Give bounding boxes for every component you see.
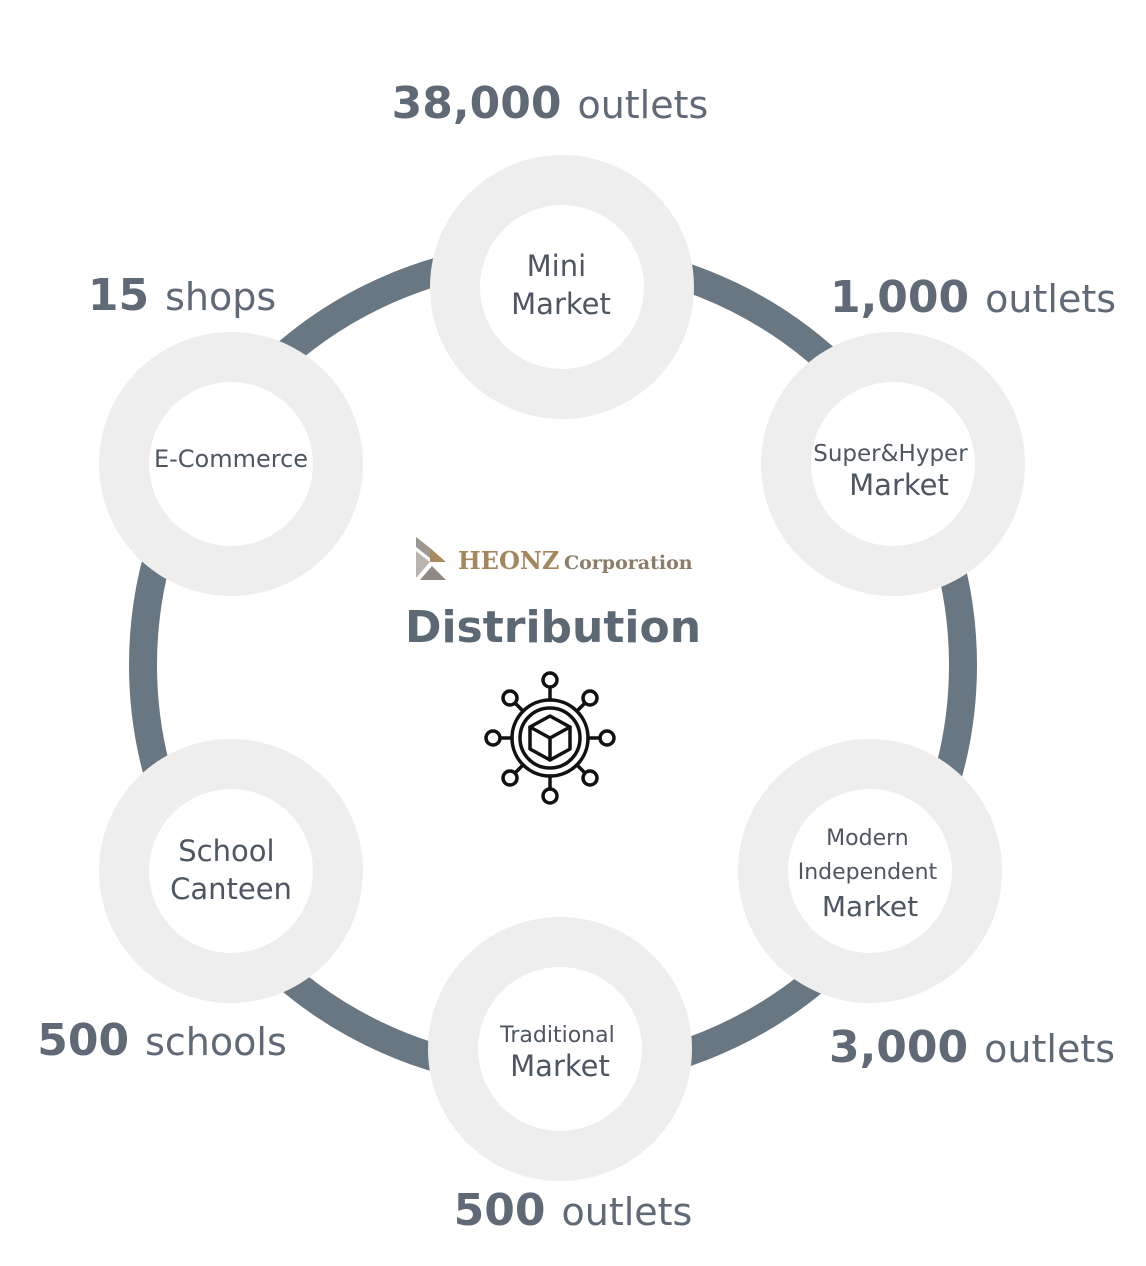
node-traditional-market: Traditional Market bbox=[428, 917, 692, 1181]
node-circle bbox=[149, 789, 313, 953]
svg-text:School Canteen: School Canteen bbox=[170, 834, 292, 906]
node-label-line: Market bbox=[510, 1049, 610, 1083]
heonz-logo-icon bbox=[416, 537, 446, 580]
node-e-commerce: E-Commerce bbox=[99, 332, 363, 596]
stat-unit: outlets bbox=[985, 277, 1116, 321]
node-label-line: Market bbox=[849, 468, 949, 502]
svg-text:E-Commerce: E-Commerce bbox=[154, 445, 308, 473]
node-label-line: Mini bbox=[527, 249, 587, 283]
stat-super-hyper-market: 1,000 outlets bbox=[830, 272, 1116, 323]
stat-unit: schools bbox=[145, 1020, 287, 1064]
node-circle bbox=[480, 205, 644, 369]
stat-number: 500 bbox=[454, 1185, 546, 1236]
stat-unit: outlets bbox=[577, 83, 708, 127]
brand-name: HEONZ bbox=[458, 546, 559, 575]
node-circle bbox=[478, 967, 642, 1131]
svg-text:Super&Hyper Market: Super&Hyper Market bbox=[813, 441, 973, 502]
stat-e-commerce: 15 shops bbox=[88, 270, 276, 321]
node-label-line: Market bbox=[511, 287, 611, 321]
node-circle bbox=[811, 382, 975, 546]
stat-number: 3,000 bbox=[829, 1022, 968, 1073]
svg-text:Modern Independent: Modern Independent Market bbox=[798, 826, 943, 923]
node-label-line: Traditional bbox=[499, 1023, 615, 1048]
stat-unit: shops bbox=[165, 275, 276, 319]
brand-suffix: Corporation bbox=[564, 552, 693, 574]
node-circle bbox=[149, 382, 313, 546]
stat-number: 1,000 bbox=[830, 272, 969, 323]
node-label-line: Canteen bbox=[170, 872, 292, 906]
stat-unit: outlets bbox=[561, 1190, 692, 1234]
node-label-line: Super&Hyper bbox=[813, 441, 968, 467]
node-label-line: Modern bbox=[826, 826, 909, 851]
center-title: Distribution bbox=[405, 602, 701, 653]
svg-text:Traditional Market: Traditional Market bbox=[499, 1023, 620, 1083]
node-label-line: E-Commerce bbox=[154, 445, 308, 473]
svg-text:Mini Market: Mini Market bbox=[511, 249, 611, 321]
node-mini-market: Mini Market bbox=[430, 155, 694, 419]
stat-unit: outlets bbox=[984, 1027, 1115, 1071]
stat-number: 500 bbox=[37, 1015, 129, 1066]
node-school-canteen: School Canteen bbox=[99, 739, 363, 1003]
node-label-line: Market bbox=[822, 890, 918, 923]
node-circle bbox=[788, 789, 952, 953]
stat-mini-market: 38,000 outlets bbox=[392, 78, 709, 129]
stat-modern-independent-market: 3,000 outlets bbox=[829, 1022, 1115, 1073]
stat-school-canteen: 500 schools bbox=[37, 1015, 287, 1066]
node-label-line: Independent bbox=[798, 860, 938, 885]
node-modern-independent-market: Modern Independent Market bbox=[738, 739, 1002, 1003]
stat-number: 38,000 bbox=[392, 78, 562, 129]
distribution-network-box-icon bbox=[484, 671, 616, 805]
node-super-hyper-market: Super&Hyper Market bbox=[761, 332, 1025, 596]
stat-traditional-market: 500 outlets bbox=[454, 1185, 693, 1236]
stat-number: 15 bbox=[88, 270, 149, 321]
node-label-line: School bbox=[178, 834, 274, 868]
